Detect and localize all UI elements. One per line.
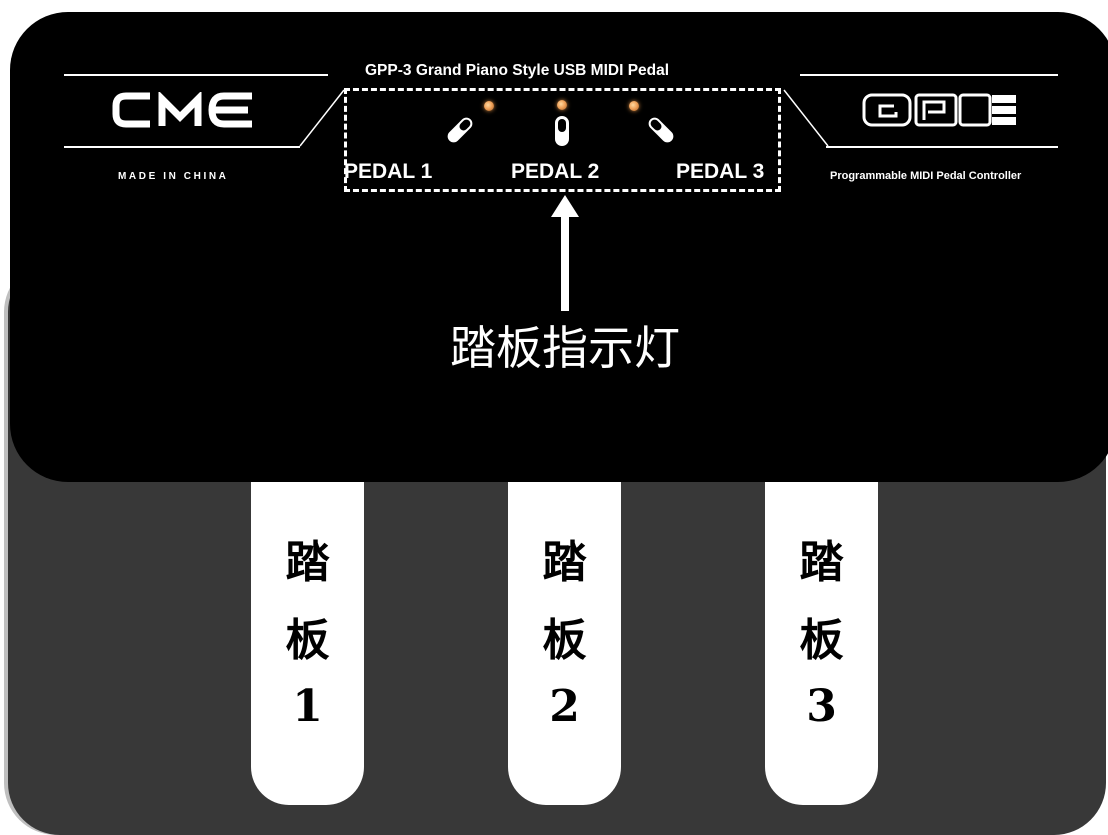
pedal-3-led [629, 101, 639, 111]
divider-line [64, 74, 328, 76]
pedal-3-icon [648, 117, 674, 143]
made-in-label: MADE IN CHINA [118, 171, 229, 182]
pedal-3-number: 3 [806, 681, 837, 732]
pedal-2-led [557, 100, 567, 110]
indicator-caption: 踏板指示灯 [450, 321, 680, 375]
pedal-3-char-2: 板 [799, 615, 844, 666]
pedal-1-label: PEDAL 1 [344, 160, 433, 183]
cme-logo [112, 92, 252, 128]
controller-label: Programmable MIDI Pedal Controller [830, 170, 1022, 182]
pedal-1[interactable]: 踏 板 1 [251, 455, 364, 805]
pedal-2-label: PEDAL 2 [511, 160, 600, 183]
pedal-1-icon [447, 117, 473, 143]
product-title: GPP-3 Grand Piano Style USB MIDI Pedal [365, 62, 670, 79]
pedal-3[interactable]: 踏 板 3 [765, 455, 878, 805]
diagonal-line [783, 89, 829, 147]
divider-line [64, 146, 300, 148]
divider-line [826, 146, 1058, 148]
pedal-1-char-1: 踏 [285, 537, 330, 588]
pedal-2-char-1: 踏 [542, 537, 587, 588]
pedal-2-number: 2 [549, 681, 580, 732]
divider-line [800, 74, 1058, 76]
pedal-3-label: PEDAL 3 [676, 160, 765, 183]
indicator-highlight-box [344, 88, 781, 192]
pedal-3-char-1: 踏 [799, 537, 844, 588]
pedal-2-char-2: 板 [542, 615, 587, 666]
diagonal-line [299, 89, 345, 147]
gpp-logo [862, 93, 1016, 127]
pedal-1-char-2: 板 [285, 615, 330, 666]
pedal-2[interactable]: 踏 板 2 [508, 455, 621, 805]
pedal-1-led [484, 101, 494, 111]
pedal-2-icon [555, 116, 569, 146]
pedal-1-number: 1 [292, 681, 323, 732]
callout-arrow-icon [551, 195, 579, 311]
